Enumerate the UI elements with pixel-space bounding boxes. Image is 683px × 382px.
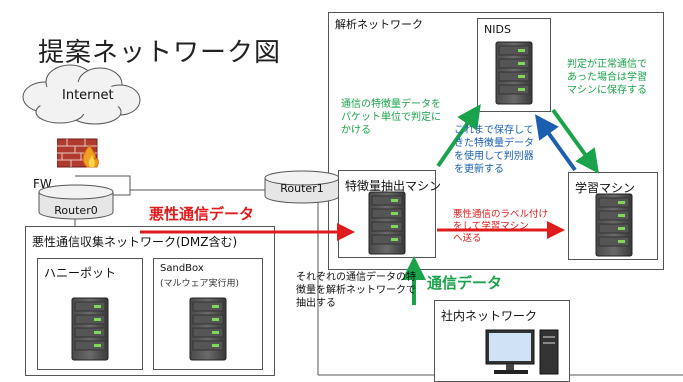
note-label: 悪性通信のラベル付け をして学習マシン へ送る	[453, 209, 549, 244]
router0-label: Router0	[54, 204, 98, 217]
pc-icon	[485, 329, 559, 375]
traffic-note: それぞれの通信データの特 徴量を解析ネットワークで 抽出する	[296, 272, 416, 309]
internet-label: Internet	[62, 88, 114, 103]
internal-network-label: 社内ネットワーク	[441, 309, 538, 323]
firewall-icon	[57, 138, 99, 168]
arrow-nids-to-learner	[551, 108, 600, 174]
honeypot-label: ハニーポット	[44, 266, 117, 280]
router0-icon	[38, 184, 114, 220]
page-title: 提案ネットワーク図	[38, 38, 282, 68]
arrow-learner-to-nids	[535, 114, 577, 172]
malicious-traffic-label: 悪性通信データ	[149, 205, 255, 223]
traffic-label: 通信データ	[427, 274, 503, 292]
analysis-network-title: 解析ネットワーク	[335, 18, 423, 31]
sandbox-label: SandBox	[160, 263, 204, 274]
arrow-extractor-to-nids	[436, 104, 481, 168]
sandbox-sub-label: (マルウェア実行用)	[160, 279, 240, 289]
note-update: これまで保存して きた特徴量データ を使用して判別器 を更新する	[454, 125, 534, 175]
learner-label: 学習マシン	[575, 181, 636, 195]
malicious-network-title: 悪性通信収集ネットワーク(DMZ含む)	[32, 235, 238, 249]
extractor-label: 特徴量抽出マシン	[345, 179, 442, 193]
nids-label: NIDS	[484, 23, 511, 36]
note-packet: 通信の特徴量データを パケット単位で判定に かける	[341, 99, 441, 136]
note-save: 判定が正常通信で あった場合は学習 マシンに保存する	[567, 59, 647, 96]
router1-label: Router1	[280, 182, 324, 195]
router1-icon	[264, 170, 340, 204]
